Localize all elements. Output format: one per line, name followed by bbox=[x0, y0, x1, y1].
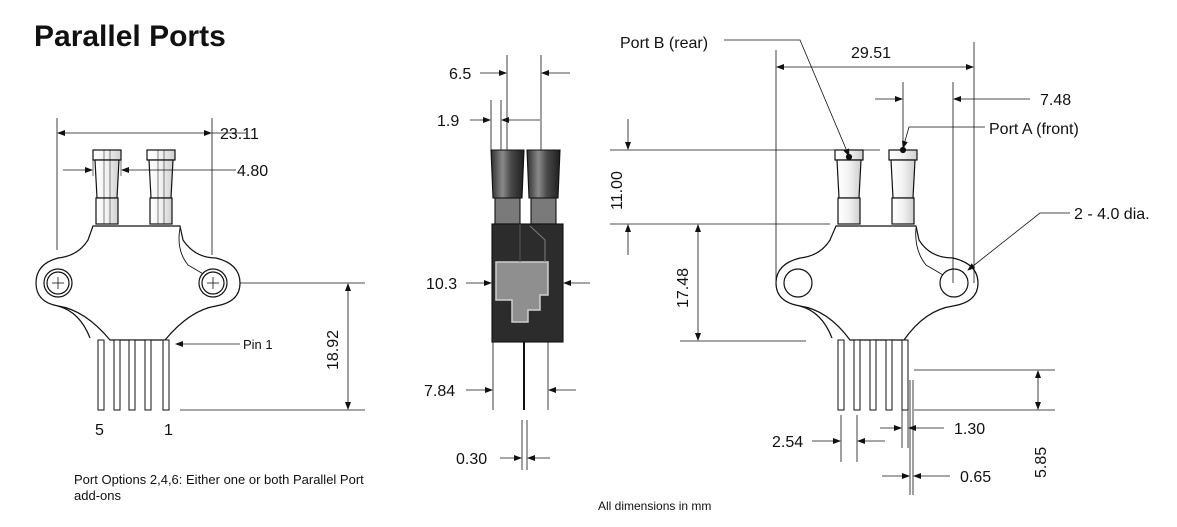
dim-rear-7-48: 7.48 bbox=[1040, 92, 1071, 109]
dim-front-height: 18.92 bbox=[325, 330, 342, 370]
port-options-note: Port Options 2,4,6: Either one or both P… bbox=[74, 472, 364, 503]
side-view-dims bbox=[466, 55, 590, 470]
dim-rear-2-54: 2.54 bbox=[772, 434, 803, 451]
dim-side-6-5: 6.5 bbox=[449, 66, 471, 83]
page-title: Parallel Ports bbox=[34, 20, 226, 53]
front-port-right bbox=[146, 149, 176, 225]
rear-port-b bbox=[834, 149, 864, 225]
pin-number-5: 5 bbox=[95, 422, 104, 439]
hole-dia-label: 2 - 4.0 dia. bbox=[1074, 206, 1150, 223]
dim-side-7-84: 7.84 bbox=[424, 383, 455, 400]
port-a-label: Port A (front) bbox=[989, 121, 1079, 138]
dim-front-width: 23.11 bbox=[220, 126, 259, 143]
rear-pins bbox=[837, 339, 909, 411]
dim-rear-0-65: 0.65 bbox=[960, 469, 991, 486]
dimensions-unit-note: All dimensions in mm bbox=[598, 499, 712, 513]
dim-rear-11-00: 11.00 bbox=[609, 171, 626, 210]
rear-view bbox=[775, 146, 979, 411]
dim-front-port-spacing: 4.80 bbox=[237, 163, 268, 180]
front-view bbox=[35, 118, 365, 411]
dim-side-0-30: 0.30 bbox=[456, 451, 487, 468]
dim-side-10-3: 10.3 bbox=[426, 276, 457, 293]
dim-rear-1-30: 1.30 bbox=[954, 421, 985, 438]
side-view bbox=[490, 149, 564, 410]
port-b-label: Port B (rear) bbox=[620, 35, 708, 52]
rear-port-a bbox=[888, 146, 918, 225]
rear-view-dims bbox=[610, 39, 1070, 495]
dim-rear-width: 29.51 bbox=[851, 45, 891, 62]
pin-number-1: 1 bbox=[164, 422, 173, 439]
dim-side-1-9: 1.9 bbox=[437, 113, 459, 130]
dim-rear-5-85: 5.85 bbox=[1033, 447, 1050, 478]
front-pins bbox=[97, 339, 170, 411]
front-port-left bbox=[92, 149, 122, 225]
dim-rear-17-48: 17.48 bbox=[675, 268, 692, 308]
pin1-label: Pin 1 bbox=[243, 337, 273, 352]
